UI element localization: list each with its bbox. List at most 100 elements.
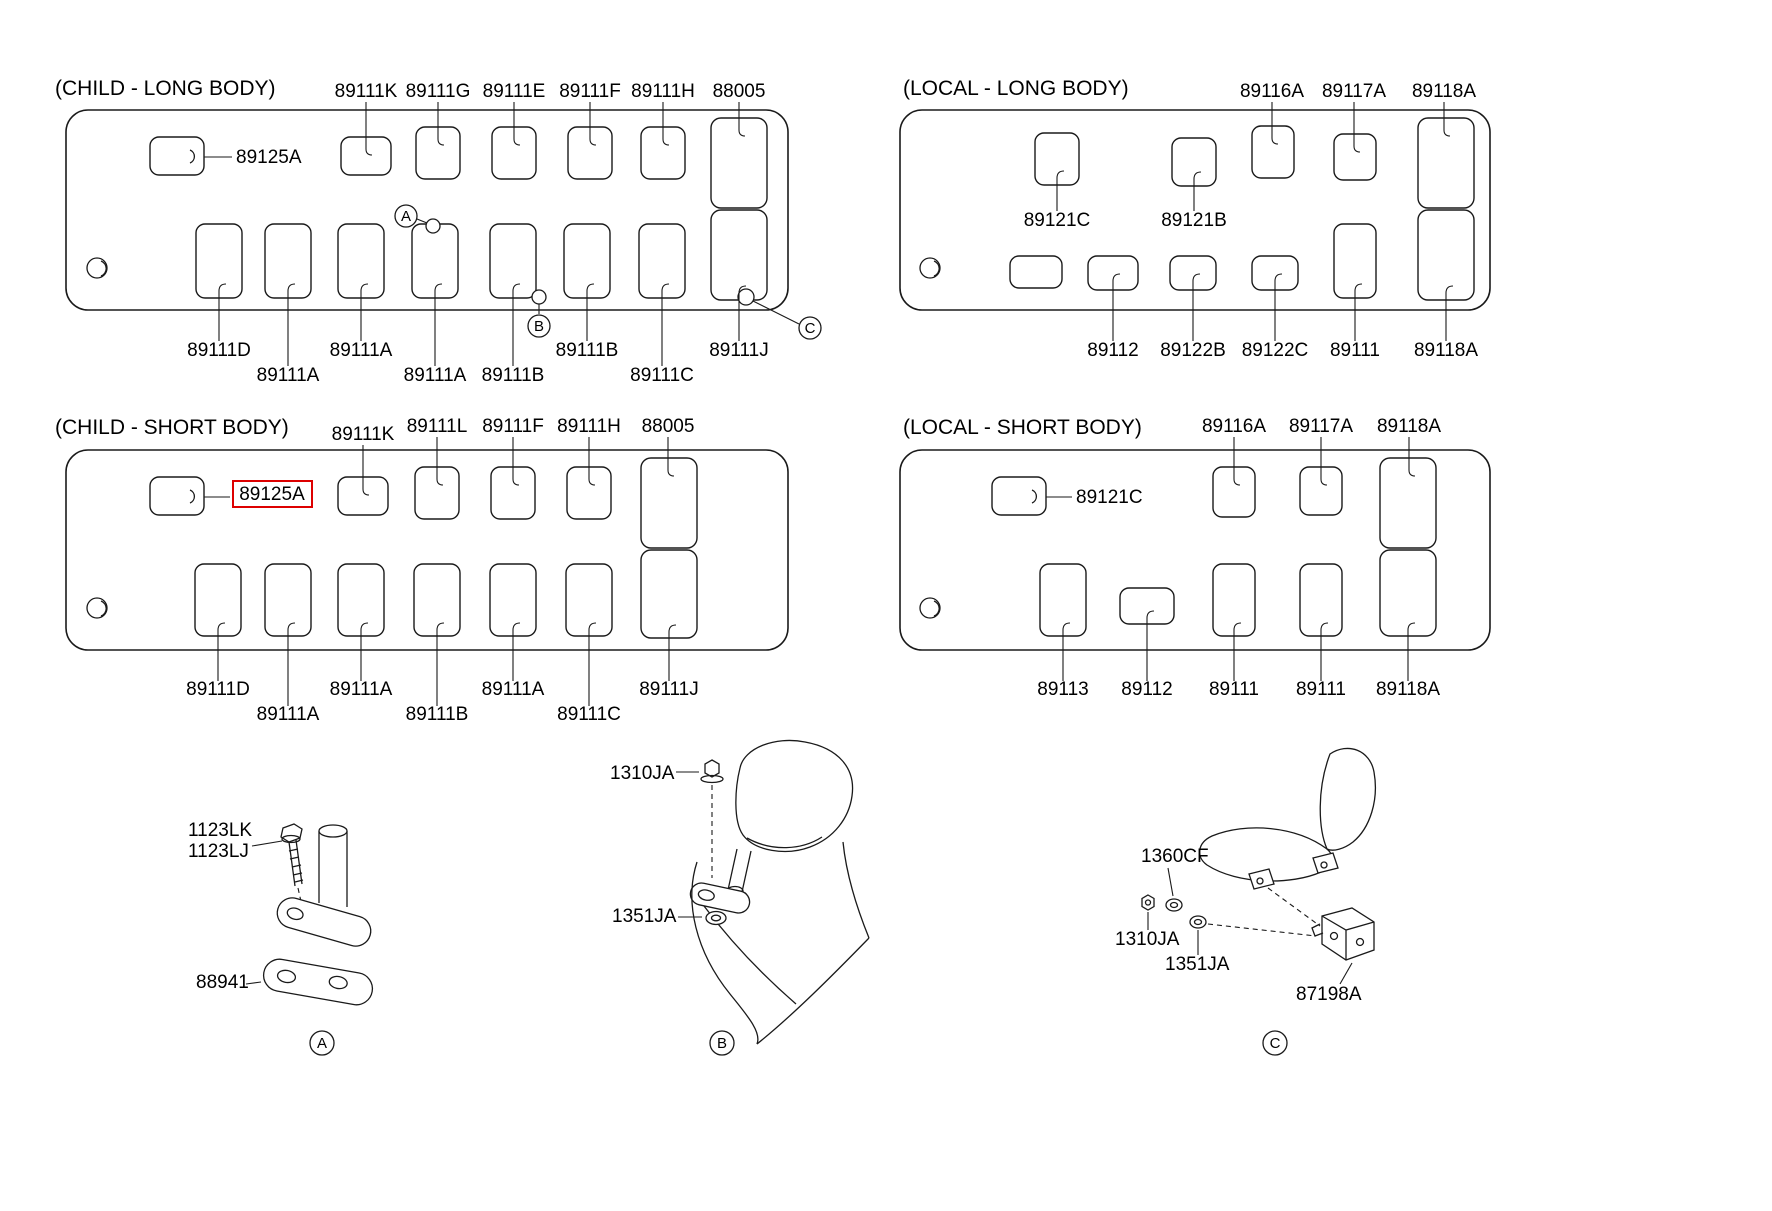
- detail-a: 1123LK 1123LJ 88941 A: [188, 820, 374, 1056]
- part-label[interactable]: 89111B: [482, 365, 545, 386]
- part-label[interactable]: 89111A: [257, 704, 320, 725]
- part-label[interactable]: 89112: [1121, 679, 1172, 700]
- hinge-bracket-body: [1321, 907, 1375, 961]
- part-label[interactable]: 1360CF: [1141, 846, 1209, 867]
- leader-line: [588, 622, 597, 706]
- leader-line: [1062, 622, 1071, 681]
- bus-outline: [899, 109, 1491, 311]
- part-label[interactable]: 89118A: [1414, 340, 1478, 361]
- part-label[interactable]: 89111A: [482, 679, 545, 700]
- seat-box: [149, 476, 205, 516]
- wheel-mark-icon: [919, 257, 941, 279]
- part-label[interactable]: 1351JA: [1165, 954, 1230, 975]
- seat-box: [1299, 563, 1343, 637]
- part-label[interactable]: 89118A: [1376, 679, 1440, 700]
- part-label[interactable]: 1310JA: [610, 763, 675, 784]
- seat-box: [194, 563, 242, 637]
- part-label[interactable]: 89113: [1037, 679, 1088, 700]
- part-label[interactable]: 89111L: [407, 416, 468, 437]
- part-label[interactable]: 89118A: [1377, 416, 1441, 437]
- seat-box: [1333, 223, 1377, 299]
- seat-skirt-left: [691, 861, 759, 1045]
- leader-line: [1320, 437, 1328, 486]
- seat-box: [1417, 117, 1475, 209]
- part-label[interactable]: 89111C: [557, 704, 621, 725]
- hinge-bracket-tab: [1311, 923, 1324, 937]
- part-label[interactable]: 88941: [196, 972, 249, 993]
- part-label[interactable]: 89111C: [630, 365, 694, 386]
- washer-hole: [1193, 918, 1203, 926]
- part-label[interactable]: 89111H: [631, 81, 695, 102]
- hinge-bracket-hole: [1329, 931, 1339, 941]
- seat-box: [991, 476, 1047, 516]
- part-label[interactable]: 89111J: [709, 340, 769, 361]
- detail-c: 1360CF 1310JA 1351JA 87198A C: [1115, 747, 1376, 1056]
- part-label[interactable]: 89116A: [1240, 81, 1304, 102]
- part-label[interactable]: 89121B: [1161, 210, 1227, 231]
- leader-line: [251, 840, 283, 847]
- leader-line: [1112, 273, 1121, 341]
- callout-circle-b: [527, 314, 551, 338]
- seat-box: [1039, 563, 1087, 637]
- part-label[interactable]: 89111: [1296, 679, 1346, 700]
- highlight-box: [232, 480, 313, 508]
- part-label-highlighted[interactable]: 89125A: [239, 484, 305, 505]
- part-label[interactable]: 89111: [1330, 340, 1380, 361]
- part-label[interactable]: 89122C: [1242, 340, 1309, 361]
- part-label[interactable]: 89111F: [482, 416, 544, 437]
- part-label[interactable]: 89118A: [1412, 81, 1476, 102]
- part-label[interactable]: 89111A: [330, 679, 393, 700]
- part-label[interactable]: 89111G: [406, 81, 471, 102]
- leader-line: [287, 283, 296, 366]
- leader-line: [1274, 273, 1283, 341]
- seat-mount-tab-hole: [1320, 861, 1328, 869]
- part-label[interactable]: 1310JA: [1115, 929, 1180, 950]
- leader-line: [668, 624, 677, 681]
- part-label[interactable]: 89111H: [557, 416, 621, 437]
- part-label[interactable]: 89111D: [186, 679, 250, 700]
- cylinder-top-icon: [318, 824, 348, 838]
- part-label[interactable]: 1351JA: [612, 906, 677, 927]
- belt-anchor-plate-hole: [328, 975, 348, 990]
- part-label[interactable]: 1123LK: [188, 820, 252, 841]
- leader-line: [752, 300, 800, 325]
- part-label[interactable]: 89111D: [187, 340, 251, 361]
- leader-line: [362, 445, 370, 496]
- leader-line: [1271, 102, 1279, 145]
- part-label[interactable]: 89111F: [559, 81, 621, 102]
- part-label[interactable]: 89111K: [332, 424, 395, 445]
- leader-line: [662, 102, 670, 146]
- part-label[interactable]: 89111K: [335, 81, 398, 102]
- callout-circle-c: [798, 316, 822, 340]
- part-label[interactable]: 89111A: [257, 365, 320, 386]
- part-label[interactable]: 89125A: [236, 147, 302, 168]
- part-label[interactable]: 89116A: [1202, 416, 1266, 437]
- seat-illustration: [1199, 747, 1376, 890]
- seat-box: [489, 563, 537, 637]
- part-label[interactable]: 89117A: [1289, 416, 1353, 437]
- part-label[interactable]: 89112: [1087, 340, 1138, 361]
- bus-outline: [65, 449, 789, 651]
- seat-skirt-bottom: [756, 937, 870, 1045]
- part-label[interactable]: 89111B: [556, 340, 619, 361]
- part-label[interactable]: 89111A: [404, 365, 467, 386]
- part-label[interactable]: 89111E: [483, 81, 546, 102]
- detail-marker-letter-b: B: [717, 1035, 727, 1052]
- part-label[interactable]: 89122B: [1160, 340, 1226, 361]
- part-label[interactable]: 89121C: [1024, 210, 1091, 231]
- part-label[interactable]: 89111B: [406, 704, 469, 725]
- part-label[interactable]: 89111: [1209, 679, 1259, 700]
- seat-foot-plate-body: [689, 882, 751, 914]
- part-label[interactable]: 88005: [642, 416, 695, 437]
- part-label[interactable]: 89121C: [1076, 487, 1143, 508]
- wheel-mark-icon: [86, 257, 108, 279]
- part-label[interactable]: 88005: [713, 81, 766, 102]
- part-label[interactable]: 89111A: [330, 340, 393, 361]
- bus-outline: [899, 449, 1491, 651]
- section-title: (LOCAL - LONG BODY): [903, 77, 1129, 100]
- part-label[interactable]: 89111J: [639, 679, 699, 700]
- part-label[interactable]: 89117A: [1322, 81, 1386, 102]
- part-label[interactable]: 87198A: [1296, 984, 1362, 1005]
- part-label[interactable]: 1123LJ: [188, 841, 249, 862]
- section-title: (CHILD - SHORT BODY): [55, 416, 289, 439]
